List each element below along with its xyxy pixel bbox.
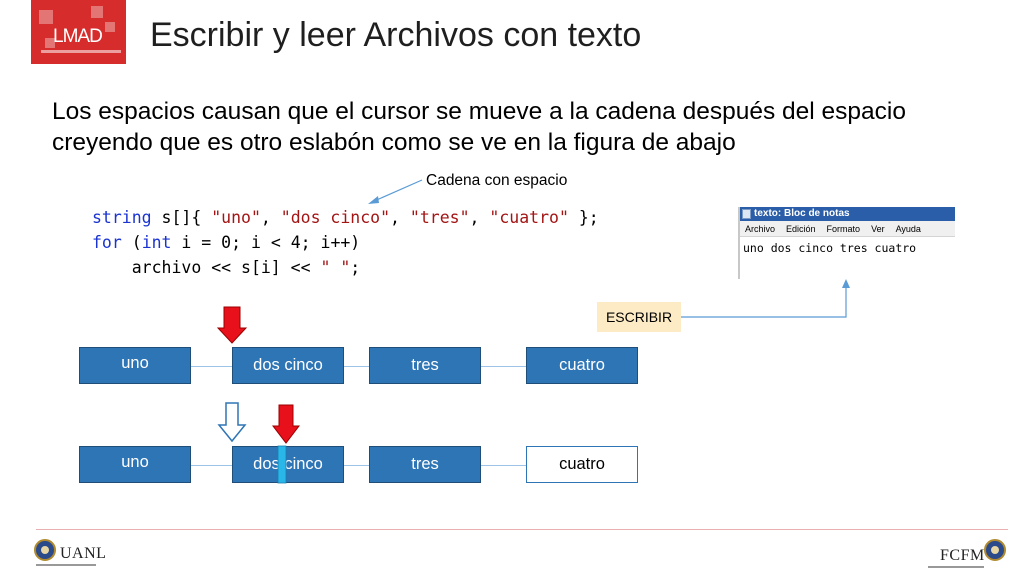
menu-edicion[interactable]: Edición — [786, 224, 816, 234]
menu-ayuda[interactable]: Ayuda — [895, 224, 921, 234]
connector — [343, 465, 369, 466]
uanl-seal-icon — [34, 539, 56, 561]
connector — [480, 366, 526, 367]
node-uno-2: uno — [79, 446, 191, 483]
callout-arrow-line — [371, 179, 423, 203]
body-paragraph: Los espacios causan que el cursor se mue… — [52, 98, 906, 156]
notepad-content[interactable]: uno dos cinco tres cuatro — [743, 241, 917, 255]
node-dos-cinco-2: dos cinco — [232, 446, 344, 483]
node-tres-2: tres — [369, 446, 481, 483]
code-line-2: for (int i = 0; i < 4; i++) — [92, 233, 361, 252]
code-line-1: string s[]{ "uno", "dos cinco", "tres", … — [92, 208, 599, 227]
notepad-titlebar: texto: Bloc de notas — [740, 207, 955, 221]
menu-archivo[interactable]: Archivo — [745, 224, 776, 234]
slide-title: Escribir y leer Archivos con texto — [150, 16, 642, 54]
fcfm-seal-icon — [984, 539, 1006, 561]
red-pointer-icon — [216, 306, 248, 344]
notepad-window: texto: Bloc de notas Archivo Edición For… — [738, 207, 955, 279]
footer-uanl: UANL — [60, 545, 107, 562]
escribir-label: ESCRIBIR — [597, 302, 681, 332]
red-pointer-icon-2 — [271, 404, 301, 444]
code-snippet: string s[]{ "uno", "dos cinco", "tres", … — [92, 205, 599, 280]
node-dos-cinco: dos cinco — [232, 347, 344, 384]
escribir-arrowhead — [842, 279, 850, 288]
notepad-icon — [742, 209, 751, 219]
callout-label: Cadena con espacio — [426, 172, 568, 189]
escribir-connector-line — [681, 285, 847, 318]
node-cuatro: cuatro — [526, 347, 638, 384]
node-cuatro-2: cuatro — [526, 446, 638, 483]
menu-formato[interactable]: Formato — [826, 224, 861, 234]
footer-divider — [36, 529, 1008, 530]
logo-text: LMAD — [53, 26, 103, 47]
connector — [343, 366, 369, 367]
notepad-menubar: Archivo Edición Formato Ver Ayuda — [740, 221, 955, 237]
footer-fcfm: FCFM — [940, 547, 985, 564]
hollow-down-arrow-icon — [217, 402, 247, 443]
connector — [480, 465, 526, 466]
node-uno: uno — [79, 347, 191, 384]
lmad-logo: LMAD — [31, 0, 126, 64]
connector — [190, 366, 232, 367]
code-line-3: archivo << s[i] << " "; — [92, 258, 361, 277]
menu-ver[interactable]: Ver — [871, 224, 885, 234]
callout-arrowhead — [368, 196, 379, 204]
notepad-title: texto: Bloc de notas — [754, 208, 850, 219]
connector — [190, 465, 232, 466]
node-tres: tres — [369, 347, 481, 384]
